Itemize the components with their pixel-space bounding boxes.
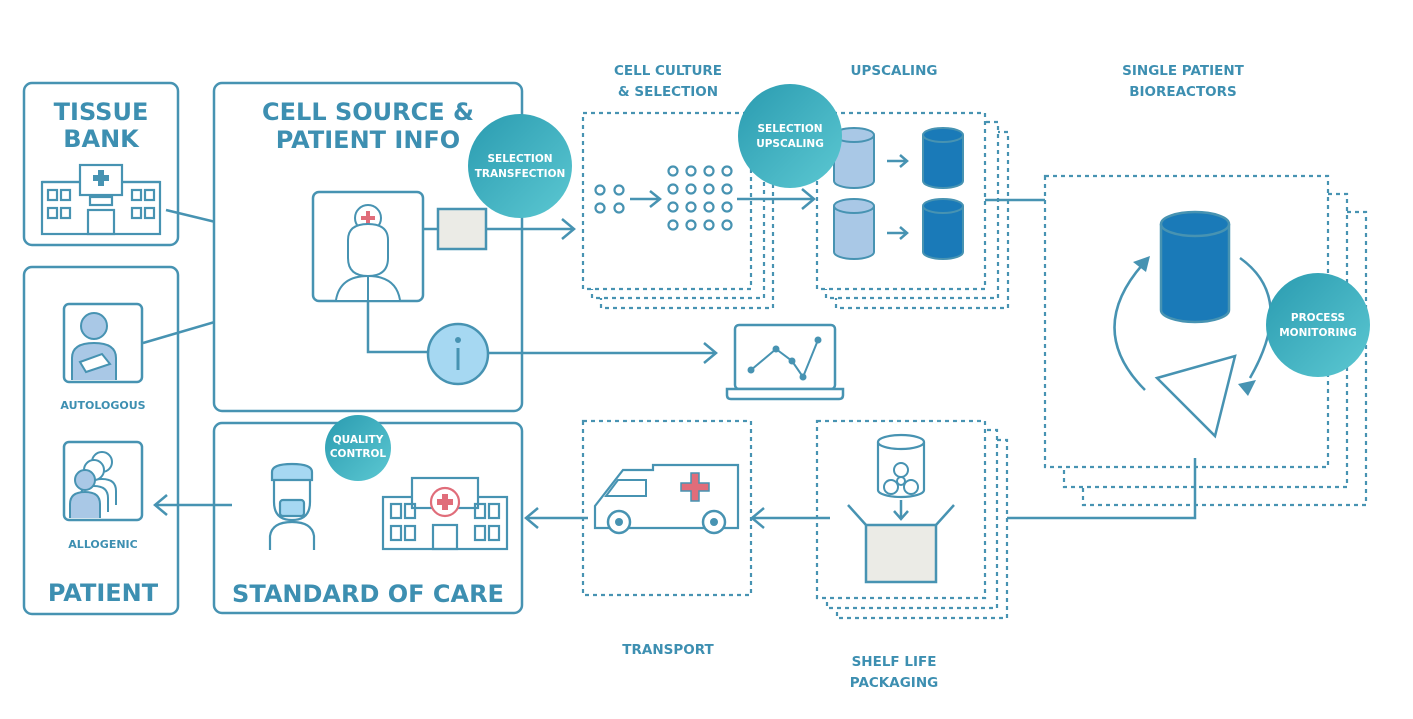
injured-patient-icon <box>62 302 144 384</box>
shelf-life-step: SHELF LIFE PACKAGING <box>750 419 1009 691</box>
tissue-bank-title-line1: TISSUE <box>54 98 149 126</box>
selection-upscaling-badge-line1: SELECTION <box>757 123 822 135</box>
tissue-bank-title-line2: BANK <box>63 125 140 153</box>
process-monitoring-badge: PROCESS MONITORING <box>1266 273 1370 377</box>
process-monitoring-badge-line2: MONITORING <box>1279 327 1357 339</box>
selection-upscaling-badge-line2: UPSCALING <box>756 138 824 150</box>
cell-culture-label-line2: & SELECTION <box>618 84 718 100</box>
package-box-icon <box>847 504 955 584</box>
cells-icon <box>594 165 733 231</box>
upscaling-label: UPSCALING <box>851 63 938 79</box>
cell-culture-step: CELL CULTURE & SELECTION <box>581 63 816 310</box>
autologous-label: AUTOLOGOUS <box>60 399 145 412</box>
standard-of-care-title: STANDARD OF CARE <box>232 580 504 608</box>
selection-transfection-badge-line1: SELECTION <box>487 153 552 165</box>
cell-source-title-line1: CELL SOURCE & <box>262 98 474 126</box>
quality-control-badge-line1: QUALITY <box>333 434 384 446</box>
bioreactors-label-line1: SINGLE PATIENT <box>1122 63 1244 79</box>
sample-box <box>436 207 488 251</box>
info-icon <box>426 322 490 386</box>
standard-of-care-panel: STANDARD OF CARE <box>212 421 524 615</box>
transport-step: TRANSPORT <box>524 419 753 658</box>
bioreactor-cylinders-icon <box>833 127 964 260</box>
selection-transfection-badge: SELECTION TRANSFECTION <box>468 114 572 218</box>
cell-culture-label-line1: CELL CULTURE <box>614 63 722 79</box>
ambulance-icon <box>593 463 740 535</box>
patient-title: PATIENT <box>48 579 159 607</box>
quality-control-badge: QUALITY CONTROL <box>325 415 391 481</box>
surgeon-icon <box>268 462 316 550</box>
bioreactor-cycle-icon <box>1113 210 1272 439</box>
process-monitoring-badge-line1: PROCESS <box>1291 312 1345 324</box>
allogenic-label: ALLOGENIC <box>68 538 137 551</box>
hospital-icon <box>381 476 509 551</box>
flow-arrow-to-packaging <box>965 458 1197 520</box>
selection-transfection-badge-line2: TRANSFECTION <box>475 168 566 180</box>
shelf-life-label-line2: PACKAGING <box>850 675 938 691</box>
bioreactors-label-line2: BIOREACTORS <box>1129 84 1237 100</box>
shelf-life-label-line1: SHELF LIFE <box>852 654 937 670</box>
doctor-icon <box>311 190 425 303</box>
transport-label: TRANSPORT <box>622 642 714 658</box>
cell-source-title-line2: PATIENT INFO <box>276 126 460 154</box>
biohazard-icon <box>876 433 926 499</box>
tissue-bank-panel: TISSUE BANK <box>22 81 180 247</box>
patient-panel: AUTOLOGOUS ALLOGENIC PATIENT <box>22 265 180 616</box>
upscaling-step: UPSCALING <box>815 63 1124 310</box>
laptop-chart-icon <box>725 323 845 401</box>
hospital-icon <box>40 163 162 236</box>
quality-control-badge-line2: CONTROL <box>330 448 387 460</box>
group-of-people-icon <box>62 440 144 522</box>
selection-upscaling-badge: SELECTION UPSCALING <box>738 84 842 188</box>
cell-source-panel: CELL SOURCE & PATIENT INFO <box>212 81 718 413</box>
